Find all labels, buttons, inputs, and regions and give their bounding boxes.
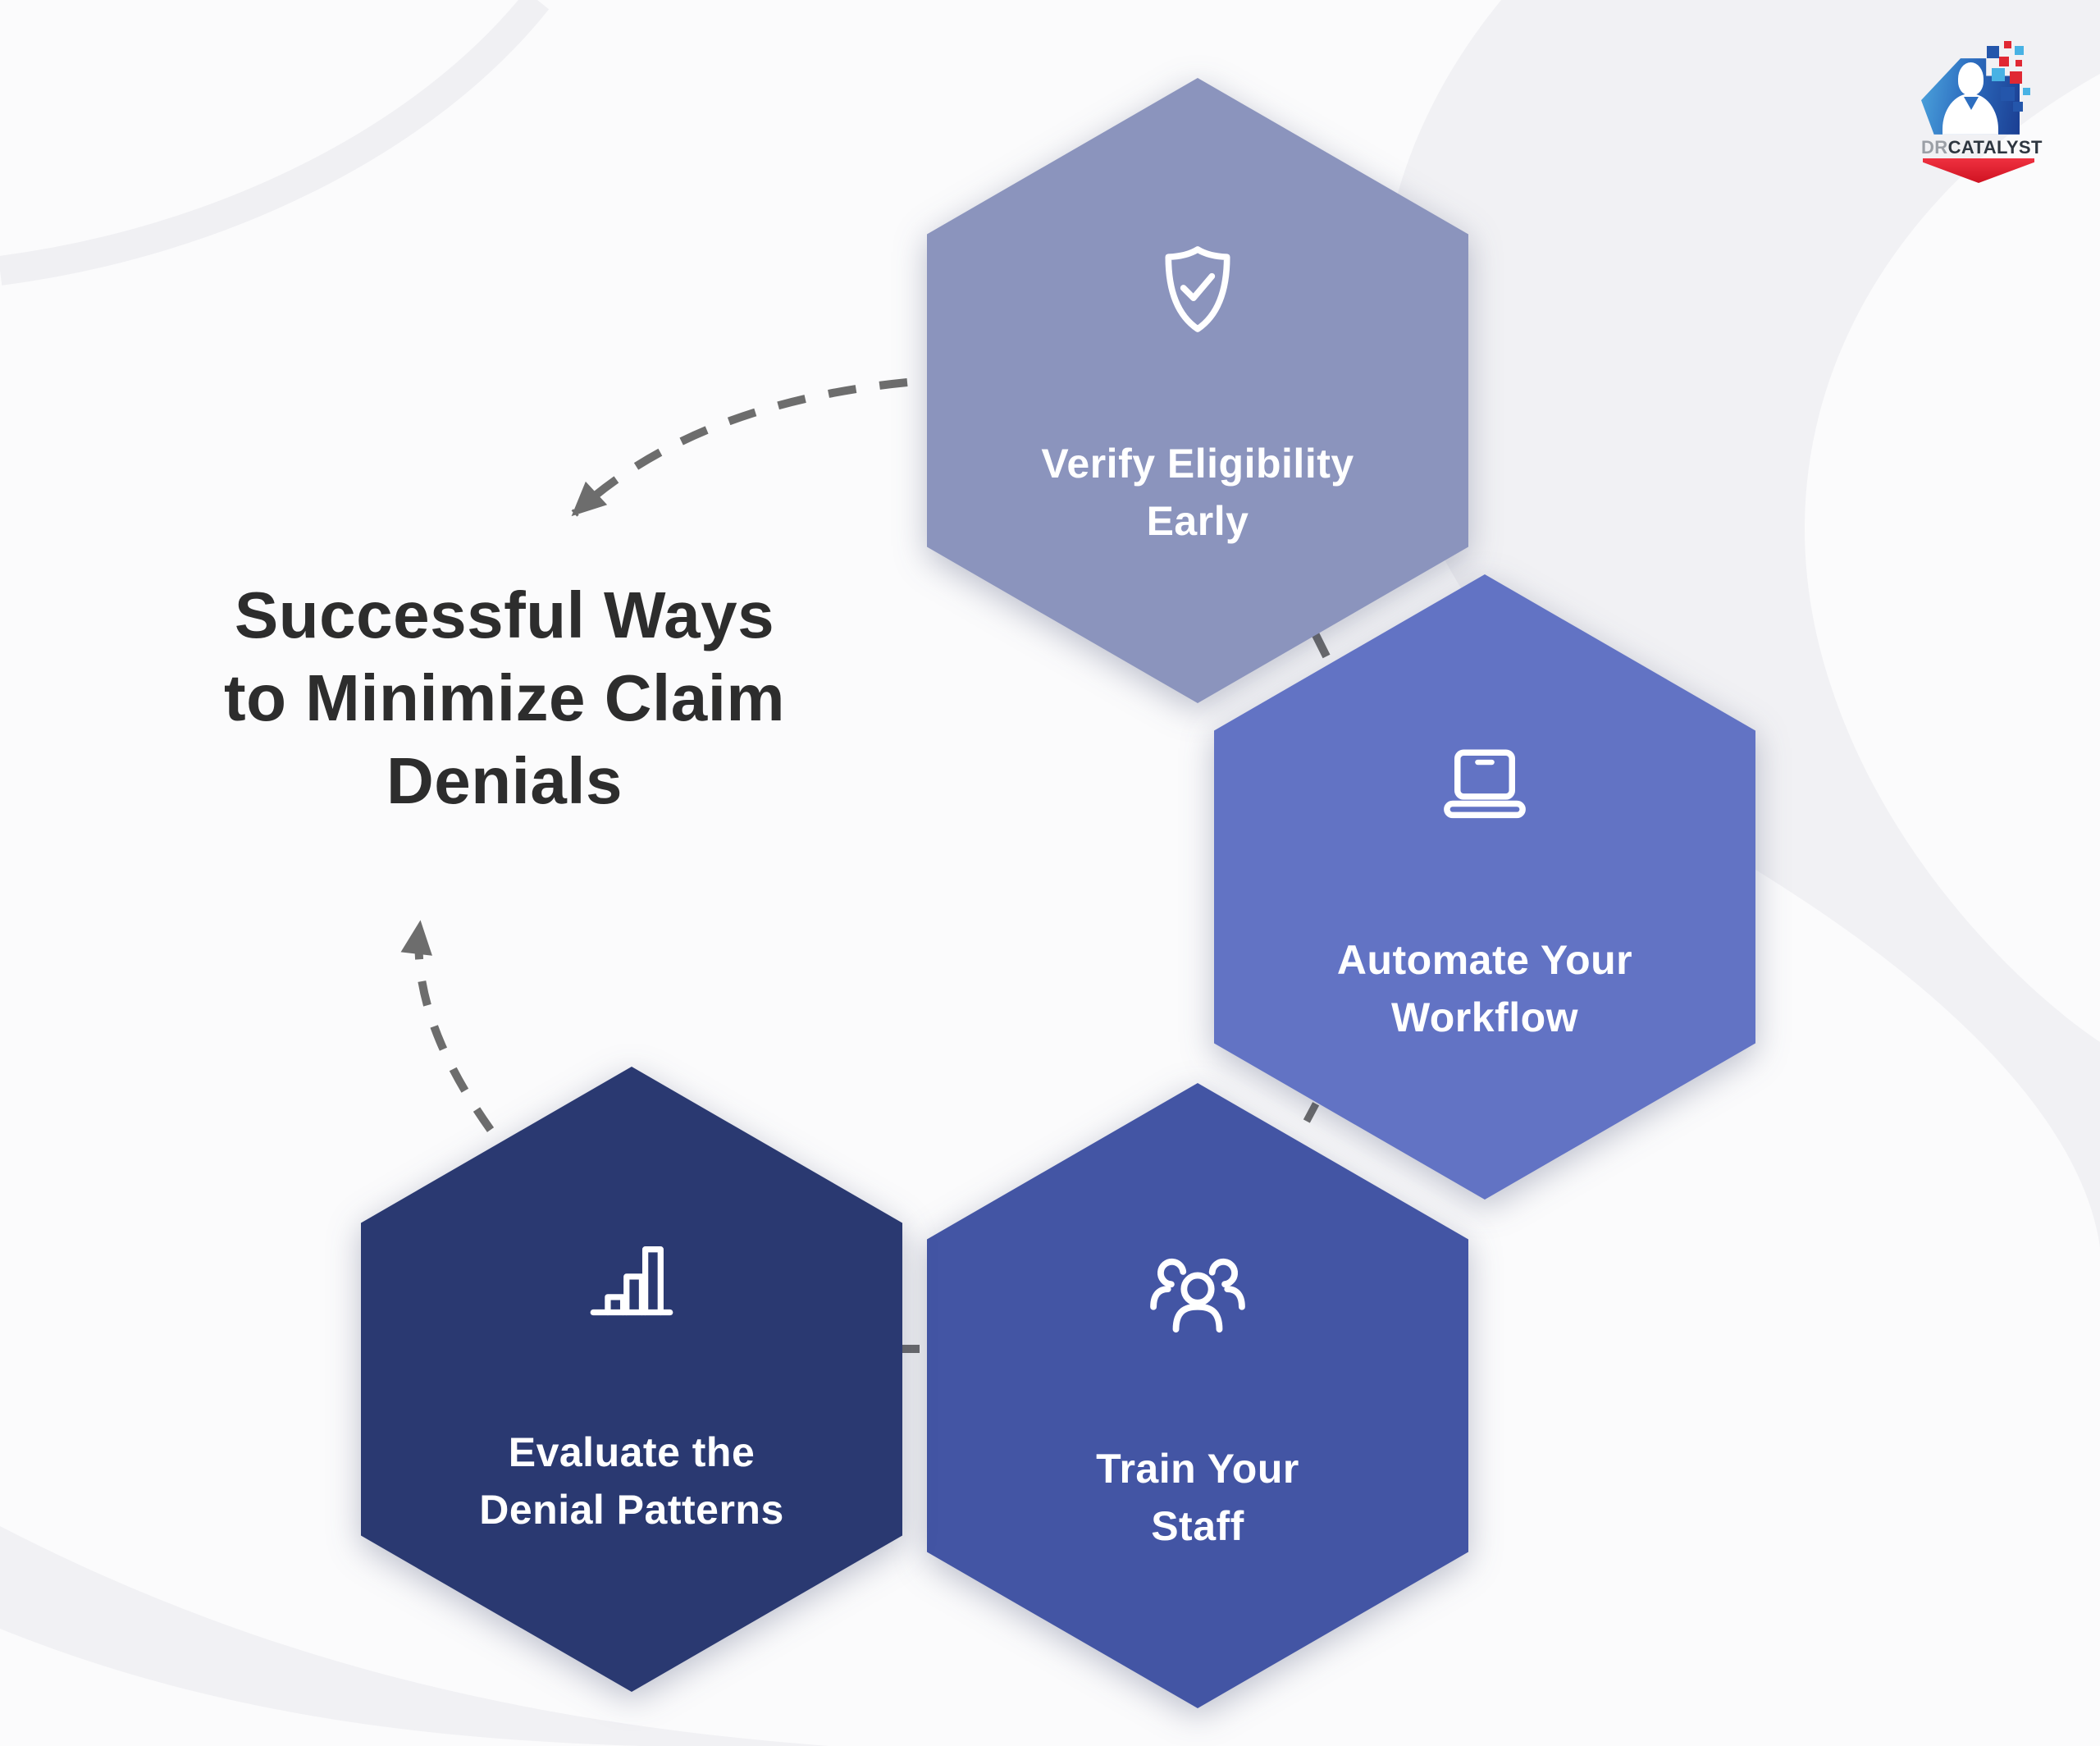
hexagon-shape: Train Your Staff [927, 1083, 1468, 1708]
pixel-square [2010, 71, 2022, 84]
hexagon-label: Automate Your Workflow [1230, 931, 1739, 1046]
hexagon-train-staff: Train Your Staff [927, 1083, 1468, 1708]
laptop-icon [1436, 734, 1533, 837]
hexagon-label: Verify Eligibility Early [943, 435, 1452, 550]
bar-chart-icon [587, 1227, 676, 1329]
logo-arrow-down-icon [1923, 158, 2034, 183]
logo-brand-prefix: DR [1921, 137, 1948, 158]
hexagon-label-line: Evaluate the [508, 1429, 756, 1475]
title-line: Denials [386, 743, 623, 817]
pixel-square [2016, 60, 2022, 66]
hexagon-verify-eligibility: Verify Eligibility Early [927, 78, 1468, 703]
wave-inner-bottom-left [0, 1629, 640, 1746]
shield-check-icon [1156, 238, 1239, 341]
pixel-square [1987, 46, 1999, 58]
infographic-title: Successful Ways to Minimize Claim Denial… [123, 574, 886, 822]
wave-band-bottom-left [0, 1526, 829, 1746]
hexagon-label: Evaluate the Denial Patterns [377, 1424, 886, 1538]
hexagon-shape: Evaluate the Denial Patterns [361, 1067, 902, 1692]
hexagon-label-line: Automate Your [1336, 937, 1633, 983]
wave-inner-top-right [1804, 74, 2100, 1042]
hexagon-shape: Automate Your Workflow [1214, 574, 1755, 1200]
hexagon-label-line: Train Your [1096, 1446, 1299, 1492]
pixel-square [1992, 68, 2005, 81]
doctor-silhouette [1958, 62, 1984, 95]
title-line: Successful Ways [234, 578, 775, 651]
pixel-square [1999, 57, 2009, 66]
hexagon-automate-workflow: Automate Your Workflow [1214, 574, 1755, 1200]
logo-brand-suffix: CATALYST [1947, 137, 2043, 158]
hexagon-label-line: Staff [1151, 1503, 1244, 1549]
pixel-square [2023, 88, 2030, 95]
hexagon-shape: Verify Eligibility Early [927, 78, 1468, 703]
hexagon-label-line: Verify Eligibility [1041, 441, 1354, 487]
pixel-square [2013, 102, 2023, 112]
pixel-square [2001, 87, 2015, 101]
hexagon-evaluate-denials: Evaluate the Denial Patterns [361, 1067, 902, 1692]
pixel-square [2004, 41, 2011, 48]
logo-wordmark: DRCATALYST [1921, 137, 2042, 158]
people-group-icon [1145, 1243, 1250, 1346]
hexagon-label-line: Denial Patterns [479, 1487, 784, 1533]
doctor-collar [1964, 97, 1979, 110]
hexagon-label-line: Early [1146, 498, 1249, 544]
drcatalyst-logo: DRCATALYST [1921, 41, 2042, 183]
title-line: to Minimize Claim [223, 660, 786, 734]
hexagon-label-line: Workflow [1390, 994, 1579, 1040]
hexagon-label: Train Your Staff [943, 1440, 1452, 1555]
pixel-square [2015, 46, 2024, 55]
wave-arc-top-left [0, 0, 550, 286]
